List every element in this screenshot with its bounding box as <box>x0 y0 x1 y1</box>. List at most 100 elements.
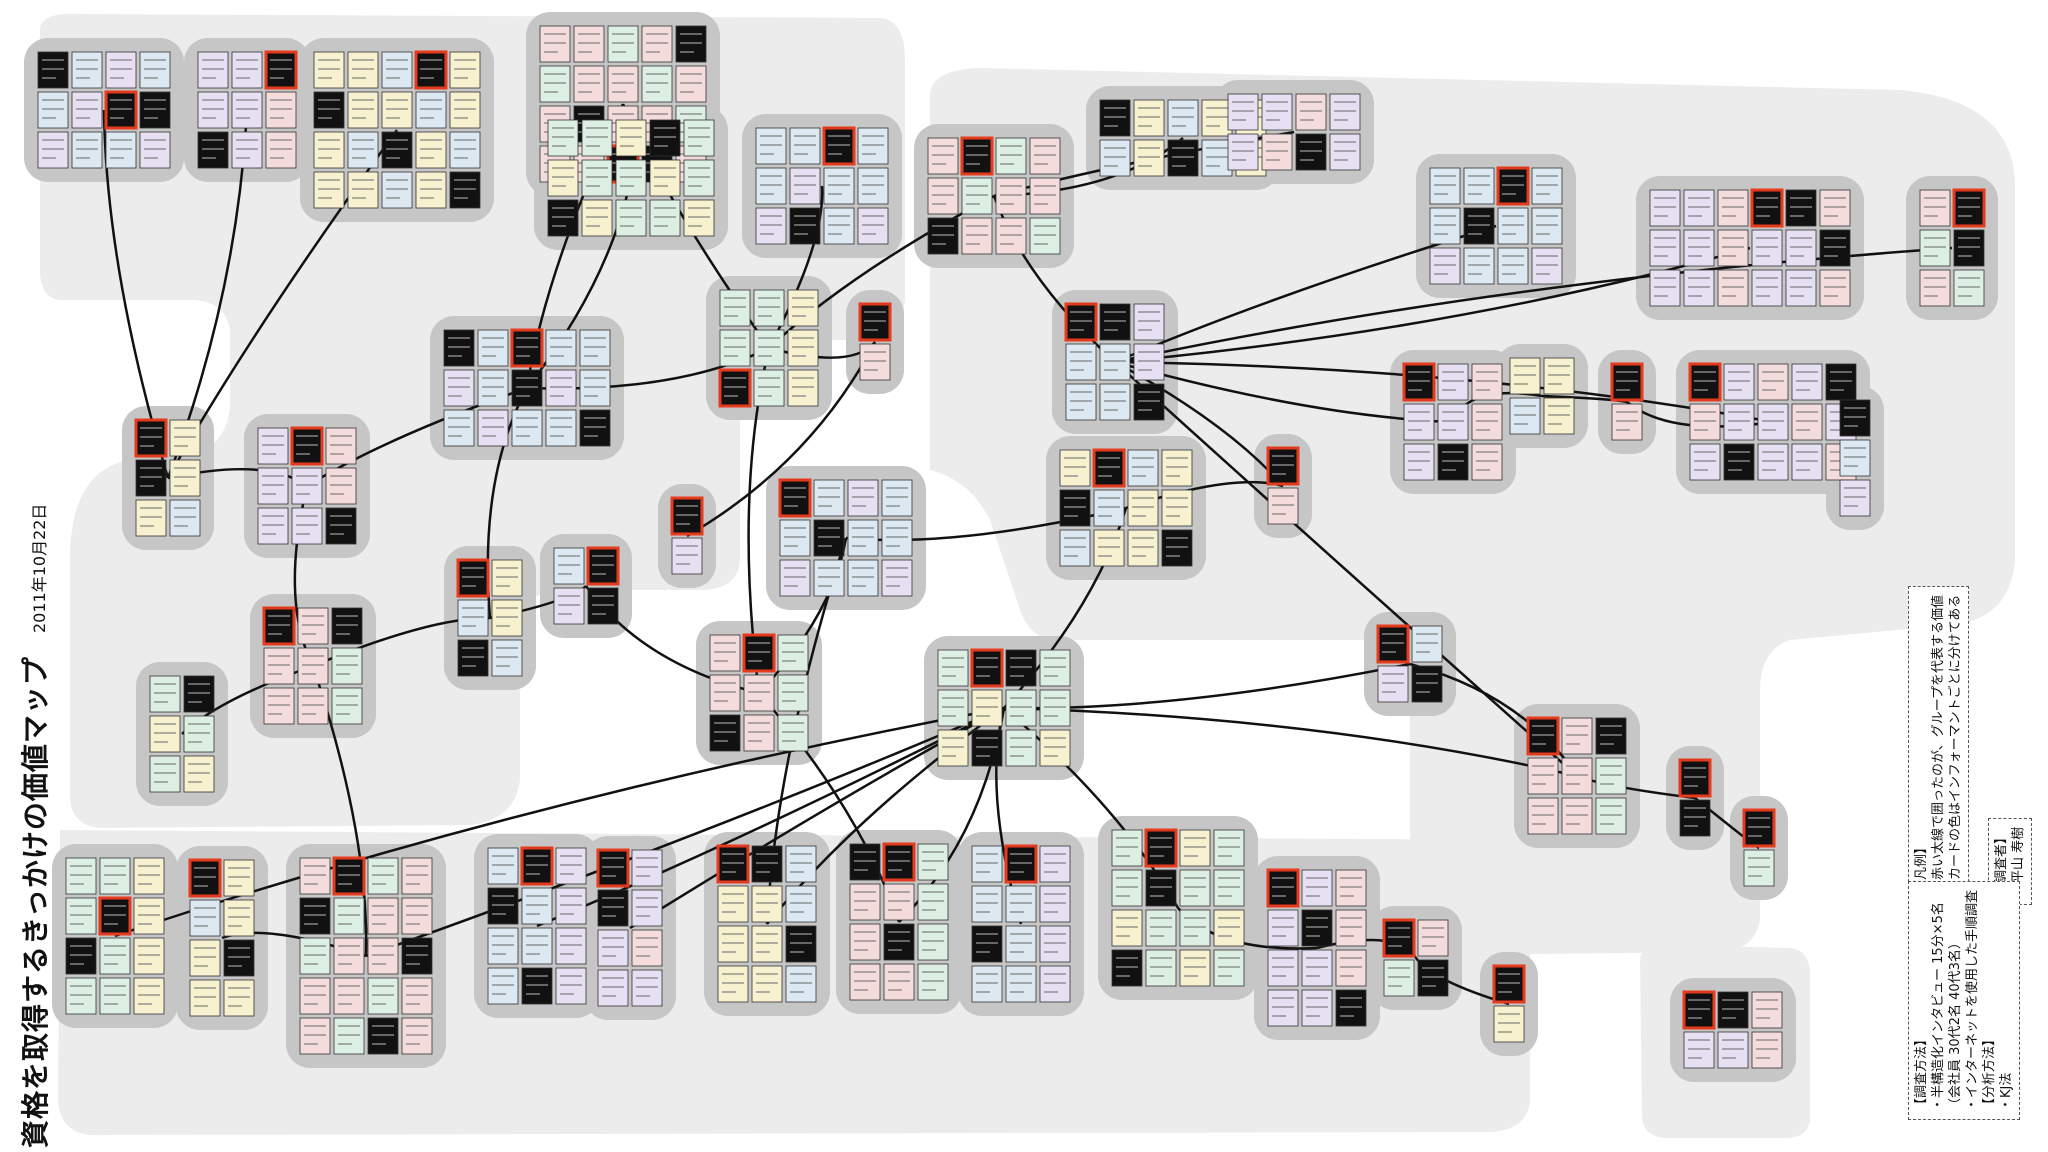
representative-value-card <box>1682 990 1716 1030</box>
value-card <box>1689 443 1721 481</box>
value-card <box>1093 489 1125 527</box>
value-card <box>299 857 331 895</box>
value-card <box>1335 989 1367 1027</box>
value-card <box>717 965 749 1003</box>
value-card <box>313 171 345 209</box>
value-card <box>313 131 345 169</box>
value-card <box>331 607 363 645</box>
value-card <box>401 977 433 1015</box>
representative-value-card <box>1952 188 1986 228</box>
value-card <box>539 25 571 63</box>
value-card <box>1227 93 1259 131</box>
representative-value-card <box>586 546 620 586</box>
value-card <box>231 131 263 169</box>
value-card <box>753 289 785 327</box>
value-card <box>197 131 229 169</box>
value-card <box>1493 1005 1525 1043</box>
value-card <box>937 649 969 687</box>
value-card <box>347 51 379 89</box>
value-card <box>189 899 221 937</box>
value-card <box>751 885 783 923</box>
value-card <box>597 969 629 1007</box>
value-card <box>1785 269 1817 307</box>
value-card <box>971 885 1003 923</box>
value-card <box>579 409 611 447</box>
value-card <box>511 369 543 407</box>
value-card <box>299 897 331 935</box>
value-card <box>1167 99 1199 137</box>
value-card <box>491 599 523 637</box>
value-card <box>1717 1031 1749 1069</box>
value-card <box>1839 399 1871 437</box>
value-card <box>813 559 845 597</box>
value-card <box>367 1017 399 1055</box>
value-card <box>743 674 775 712</box>
value-card <box>971 689 1003 727</box>
value-card <box>477 409 509 447</box>
value-card <box>683 119 715 157</box>
value-card <box>1417 959 1449 997</box>
value-card <box>1329 93 1361 131</box>
value-card <box>1611 403 1643 441</box>
value-card <box>1919 189 1951 227</box>
value-card <box>1953 269 1985 307</box>
representative-value-card <box>332 856 366 896</box>
value-card <box>367 937 399 975</box>
value-card <box>1757 363 1789 401</box>
value-card <box>1005 689 1037 727</box>
value-card <box>1683 189 1715 227</box>
representative-value-card <box>104 90 138 130</box>
representative-value-card <box>262 606 296 646</box>
value-card <box>1839 439 1871 477</box>
value-card <box>631 889 663 927</box>
value-card <box>133 857 165 895</box>
value-card <box>1819 189 1851 227</box>
value-card <box>743 714 775 752</box>
value-card <box>263 687 295 725</box>
value-card <box>813 519 845 557</box>
value-card <box>291 507 323 545</box>
representative-value-card <box>670 496 704 536</box>
value-card <box>401 857 433 895</box>
value-card <box>755 207 787 245</box>
value-card <box>1029 217 1061 255</box>
value-card <box>1111 869 1143 907</box>
value-card <box>169 459 201 497</box>
survey-method-note: 【調査方法】 ・半構造化インタビュー 15分×5名 （会社員 30代2名 40代… <box>1908 880 2020 1120</box>
value-card <box>299 937 331 975</box>
value-card <box>1099 343 1131 381</box>
value-card <box>169 499 201 537</box>
value-card <box>1683 269 1715 307</box>
value-card <box>313 51 345 89</box>
value-card <box>847 559 879 597</box>
value-card <box>641 65 673 103</box>
representative-value-card <box>1376 624 1410 664</box>
legend-line: ・カードの色はインフォーマントごとに分けてある <box>1948 594 1963 893</box>
value-card <box>1543 397 1575 435</box>
value-card <box>1065 343 1097 381</box>
value-card <box>415 91 447 129</box>
representative-value-card <box>1266 446 1300 486</box>
value-card <box>1133 383 1165 421</box>
value-card <box>1145 909 1177 947</box>
value-card <box>717 925 749 963</box>
value-card <box>325 467 357 505</box>
value-card <box>555 887 587 925</box>
value-card <box>133 897 165 935</box>
value-card <box>547 199 579 237</box>
value-card <box>1005 729 1037 767</box>
value-card <box>1717 269 1749 307</box>
value-card <box>257 427 289 465</box>
value-card <box>927 137 959 175</box>
value-card <box>545 329 577 367</box>
value-card <box>1335 949 1367 987</box>
value-card <box>579 369 611 407</box>
representative-value-card <box>1144 828 1178 868</box>
analysis-heading: 【分析方法】 <box>1982 1032 1997 1111</box>
value-card <box>849 963 881 1001</box>
value-card <box>231 91 263 129</box>
value-card <box>937 729 969 767</box>
value-card <box>139 131 171 169</box>
value-card <box>785 885 817 923</box>
value-card <box>257 467 289 505</box>
